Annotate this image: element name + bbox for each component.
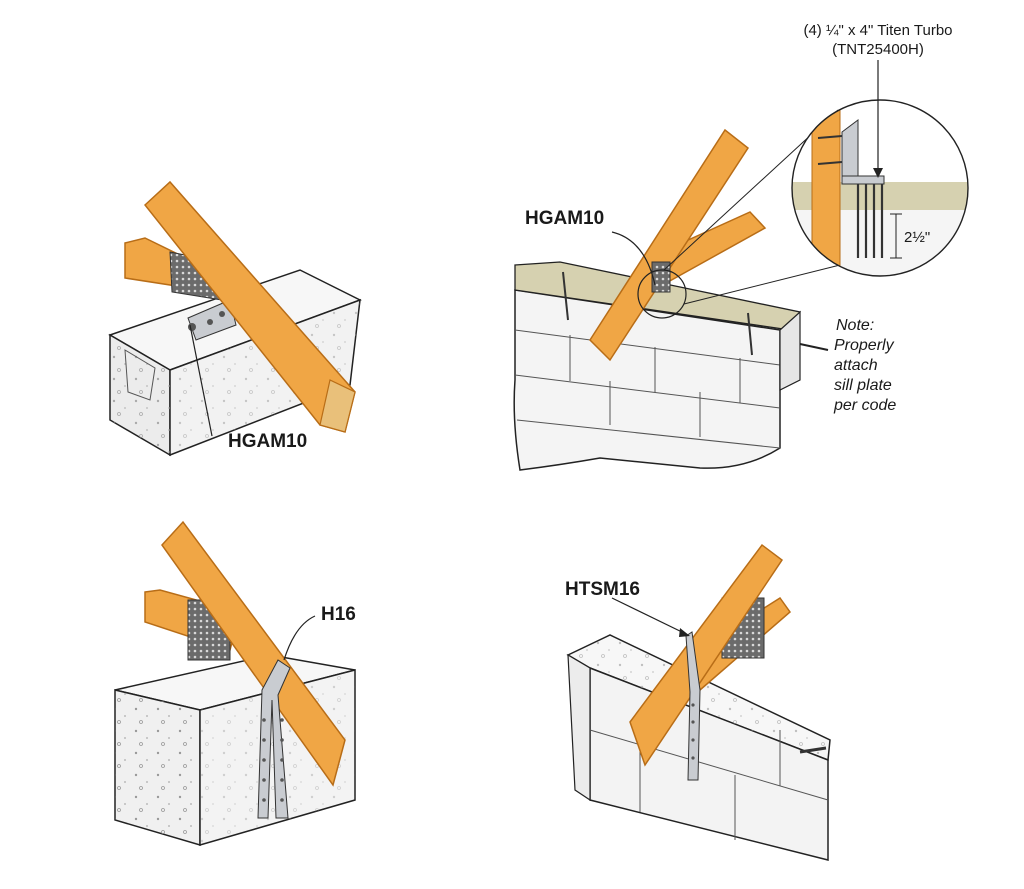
- anchor-bolts: [562, 271, 753, 356]
- htsm16-leader: [611, 597, 687, 635]
- hgam10-leader-a: [189, 324, 213, 437]
- secondary-rafter: [689, 596, 792, 692]
- htsm16-label: HTSM16: [565, 579, 640, 600]
- hgam10-label-a: HGAM10: [228, 431, 307, 452]
- note-line3: attach: [834, 357, 878, 374]
- detail-magnifier-small: [637, 269, 687, 319]
- detail-top-left: HGAM10: [108, 180, 362, 457]
- titen-turbo-label-line1: (4) ¼" x 4" Titen Turbo: [803, 22, 952, 39]
- note-line1: Note:: [836, 317, 874, 334]
- sill-note: Note: Properly attach sill plate per cod…: [799, 317, 896, 414]
- concrete-beam: [108, 269, 362, 457]
- main-rafter: [143, 180, 356, 433]
- magnified-detail: 2½": [791, 99, 969, 277]
- htsm16-strap: [685, 631, 701, 781]
- h16-leader: [283, 615, 316, 661]
- cmu-wall: [513, 289, 781, 471]
- note-line2: Properly: [834, 337, 895, 354]
- embed-depth-dimension: 2½": [904, 229, 930, 246]
- h16-strap: [257, 659, 291, 819]
- detail-top-right: HGAM10: [513, 22, 969, 471]
- h16-label: H16: [321, 604, 356, 625]
- hgam10-leader-b: [611, 231, 656, 286]
- main-rafter: [629, 543, 784, 767]
- main-rafter: [589, 128, 750, 362]
- anchor-bolt: [799, 746, 827, 754]
- titen-turbo-label-line2: (TNT25400H): [832, 41, 924, 58]
- hgam10-label-b: HGAM10: [525, 208, 604, 229]
- detail-bottom-left: H16: [114, 520, 356, 847]
- note-line4: sill plate: [834, 377, 892, 394]
- sill-plate: [514, 261, 801, 391]
- note-line5: per code: [833, 397, 896, 414]
- detail-bottom-right: HTSM16: [565, 543, 831, 861]
- hgam10-connector: [651, 261, 671, 293]
